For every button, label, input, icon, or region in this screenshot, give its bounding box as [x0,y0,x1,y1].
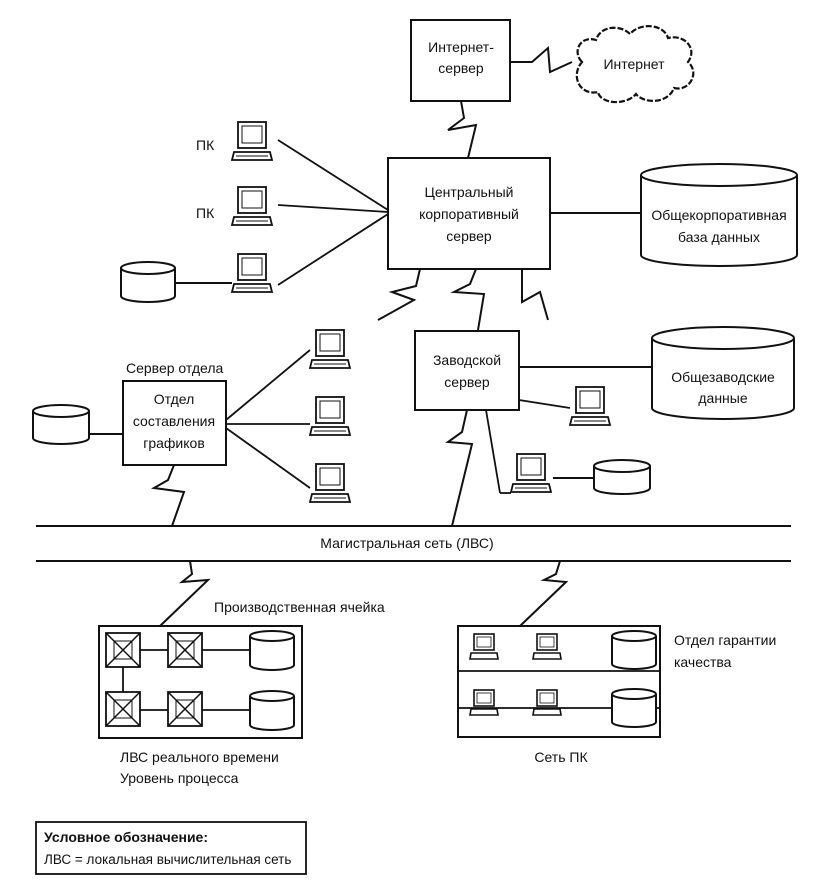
pc-link [277,213,389,286]
plant-data-label-2: данные [698,390,747,406]
pc-link [485,409,501,494]
pc-icon [309,329,351,369]
local-disk-icon [120,261,176,303]
dept-backbone-link [150,464,186,527]
dept-server-title: Сервер отдела [126,360,224,376]
pc-icon [231,121,273,161]
central-wireless-link [377,268,421,321]
internet-label: Интернет [603,56,665,72]
pc-network-label: Сеть ПК [534,749,588,765]
pc-icon [532,633,562,660]
plant-server-label-2: сервер [444,374,490,390]
pc-icon [510,453,552,493]
controller-icon [105,691,141,727]
cell-disk-icon [249,630,295,671]
plant-database: Общезаводские данные [651,326,795,420]
pc-link [225,349,311,421]
pc-label-2: ПК [196,205,215,221]
pc-link [518,399,571,409]
pc-icon [532,689,562,716]
cell-disk-icon [249,690,295,731]
central-server-label-3: сервер [446,228,492,244]
central-server-label-2: корпоративный [419,206,519,222]
controller-icon [167,691,203,727]
pc-icon [469,689,499,716]
controller-icon [167,632,203,668]
internet-server-label-2: сервер [438,60,484,76]
legend-text: ЛВС = локальная вычислительная сеть [44,852,291,867]
dept-server: Отдел составления графиков [122,380,227,466]
central-plant-link [450,268,486,331]
realtime-lan-label-1: ЛВС реального времени [120,749,279,765]
pc-label-1: ПК [196,137,215,153]
pc-icon [309,396,351,436]
pc-link [277,204,389,213]
internet-server-label-1: Интернет- [428,39,494,55]
internet-server: Интернет- сервер [410,19,511,102]
pc-link [277,139,389,211]
corp-db-label-1: Общекорпоративная [651,207,786,223]
legend: Условное обозначение: ЛВС = локальная вы… [35,821,307,875]
legend-title: Условное обозначение: [44,829,208,845]
production-cell [98,625,303,739]
plant-server-label-1: Заводской [433,352,501,368]
network-disk-icon [611,688,657,728]
qa-dept-label-2: качества [674,654,732,670]
production-cell-label: Производственная ячейка [214,599,385,615]
pc-icon [569,386,611,426]
central-wireless-link [521,269,549,321]
dept-server-label-2: составления [133,413,215,429]
central-server-label-1: Центральный [425,184,514,200]
pc-icon [469,633,499,660]
pc-icon [231,186,273,226]
network-disk-icon [611,630,657,670]
realtime-lan-label-2: Уровень процесса [120,770,239,786]
qa-dept-label-1: Отдел гарантии [674,632,776,648]
corporate-database: Общекорпоративная база данных [640,163,798,267]
internet-server-link [447,100,478,159]
pc-network [457,625,661,738]
plant-data-label-1: Общезаводские [671,369,775,385]
central-server: Центральный корпоративный сервер [387,157,551,270]
pc-icon [231,253,273,293]
pc-link [225,427,311,489]
pc-network-link [519,560,569,627]
pc-icon [309,463,351,503]
plant-backbone-link [445,409,474,527]
plant-disk-icon [593,459,651,495]
corp-db-label-2: база данных [678,229,760,245]
backbone-label: Магистральная сеть (ЛВС) [320,535,493,551]
internet-link [510,45,573,74]
internet-cloud: Интернет [575,25,695,104]
dept-server-label-3: графиков [143,435,205,451]
dept-server-label-1: Отдел [154,391,195,407]
controller-icon [105,632,141,668]
dept-disk-icon [32,404,90,445]
plant-server: Заводской сервер [414,330,520,411]
production-cell-link [159,560,211,627]
